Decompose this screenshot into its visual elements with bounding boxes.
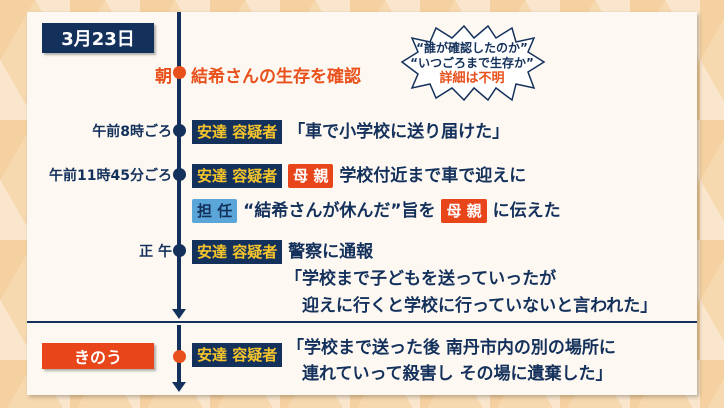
- event-1145-text: 学校付近まで車で迎えに: [339, 166, 527, 186]
- timeline-dot-morning: [173, 66, 186, 79]
- event-8am: 安達 容疑者 「車で小学校に送り届けた」: [192, 117, 509, 144]
- timeline-dot-noon: [173, 244, 186, 257]
- morning-event-text: 結希さんの生存を確認: [191, 67, 361, 87]
- date-badge: 3月23日: [42, 23, 154, 53]
- timeline-dot-1145: [173, 168, 186, 181]
- callout-line3: 詳細は不明: [439, 70, 505, 86]
- event-8am-text: 「車で小学校に送り届けた」: [288, 122, 510, 142]
- suspect-tag: 安達 容疑者: [192, 240, 283, 264]
- event-yesterday-quote2: 連れていって殺害し その場に遺棄した」: [302, 364, 613, 384]
- mother-tag: 母 親: [288, 164, 334, 188]
- suspect-tag: 安達 容疑者: [192, 120, 283, 144]
- event-noon-text: 警察に通報: [288, 242, 374, 262]
- arrow-down-icon: [172, 309, 186, 319]
- callout-line1: “誰が確認したのか”: [416, 40, 528, 55]
- event-1145-line2-text: “結希さんが休んだ”旨を: [243, 201, 436, 221]
- timeline-dot-yesterday: [173, 350, 186, 363]
- teacher-tag: 担 任: [192, 199, 238, 223]
- event-1145-line2: 担 任 “結希さんが休んだ”旨を 母 親 に伝えた: [192, 196, 561, 223]
- arrow-down-icon: [172, 382, 186, 392]
- suspect-tag: 安達 容疑者: [192, 164, 283, 188]
- yesterday-badge: きのう: [42, 343, 154, 369]
- time-label-noon: 正 午: [139, 244, 172, 260]
- time-label-1145: 午前11時45分ごろ: [49, 168, 172, 184]
- event-1145-line2-text2: に伝えた: [492, 201, 561, 221]
- timeline-dot-8am: [173, 124, 186, 137]
- event-1145-line1: 安達 容疑者 母 親 学校付近まで車で迎えに: [192, 161, 526, 188]
- section-divider: [27, 321, 697, 323]
- callout-line2: “いつごろまで生存か”: [410, 55, 534, 70]
- event-yesterday-tag-wrap: 安達 容疑者: [192, 343, 283, 367]
- burst-callout: “誰が確認したのか” “いつごろまで生存か” 詳細は不明: [396, 22, 548, 104]
- event-noon-quote2: 迎えに行くと学校に行っていないと言われた」: [302, 296, 658, 316]
- event-noon-line1: 安達 容疑者 警察に通報: [192, 237, 373, 264]
- mother-tag: 母 親: [441, 199, 487, 223]
- timeline-panel: [27, 12, 697, 395]
- timeline-line-upper: [177, 12, 181, 312]
- event-noon-quote1: 「学校まで子どもを送っていったが: [285, 269, 557, 289]
- suspect-tag: 安達 容疑者: [192, 343, 283, 367]
- event-yesterday-quote1: 「学校まで送った後 南丹市内の別の場所に: [287, 338, 616, 358]
- burst-callout-shape: [400, 24, 546, 102]
- time-label-8am: 午前8時ごろ: [92, 124, 172, 140]
- time-label-morning: 朝: [155, 67, 172, 87]
